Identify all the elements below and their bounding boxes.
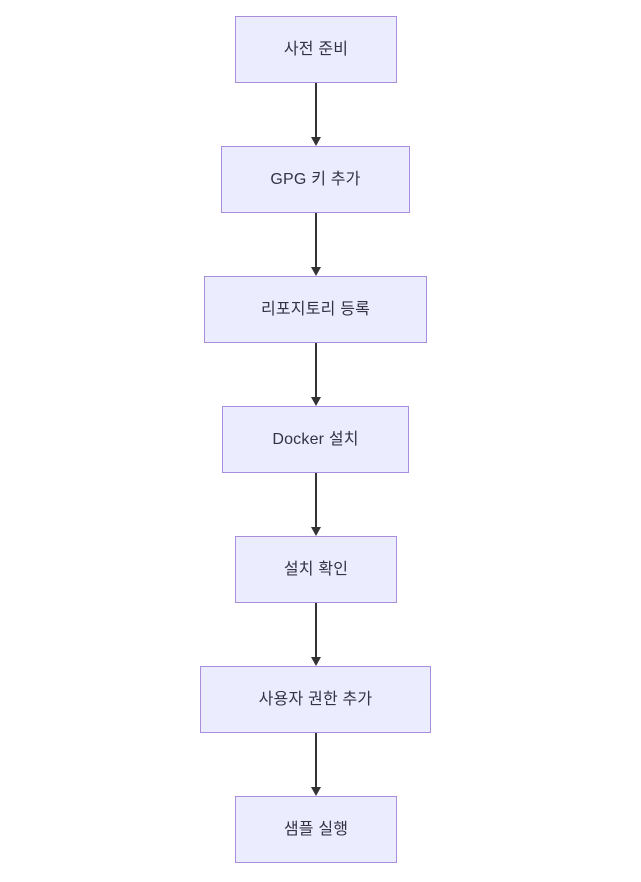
node-install-docker[interactable]: Docker 설치 [222,406,409,473]
arrowhead-icon [310,137,321,146]
arrowhead-icon [310,657,321,666]
node-label: Docker 설치 [272,430,359,448]
node-label: 사용자 권한 추가 [258,690,373,708]
node-register-repository[interactable]: 리포지토리 등록 [204,276,427,343]
node-label: 설치 확인 [283,560,349,578]
arrowhead-icon [310,397,321,406]
node-run-sample[interactable]: 샘플 실행 [235,796,397,863]
node-label: 사전 준비 [283,40,349,58]
edge-line [315,603,317,657]
node-label: GPG 키 추가 [270,170,361,188]
arrowhead-icon [310,527,321,536]
edge-line [315,473,317,527]
edge-line [315,343,317,397]
node-add-gpg-key[interactable]: GPG 키 추가 [221,146,410,213]
node-label: 샘플 실행 [283,820,349,838]
arrowhead-icon [310,267,321,276]
node-pre-preparation[interactable]: 사전 준비 [235,16,397,83]
arrowhead-icon [310,787,321,796]
node-label: 리포지토리 등록 [260,300,371,318]
node-add-user-permission[interactable]: 사용자 권한 추가 [200,666,431,733]
edge-line [315,213,317,267]
edge-line [315,733,317,787]
node-verify-install[interactable]: 설치 확인 [235,536,397,603]
edge-line [315,83,317,137]
